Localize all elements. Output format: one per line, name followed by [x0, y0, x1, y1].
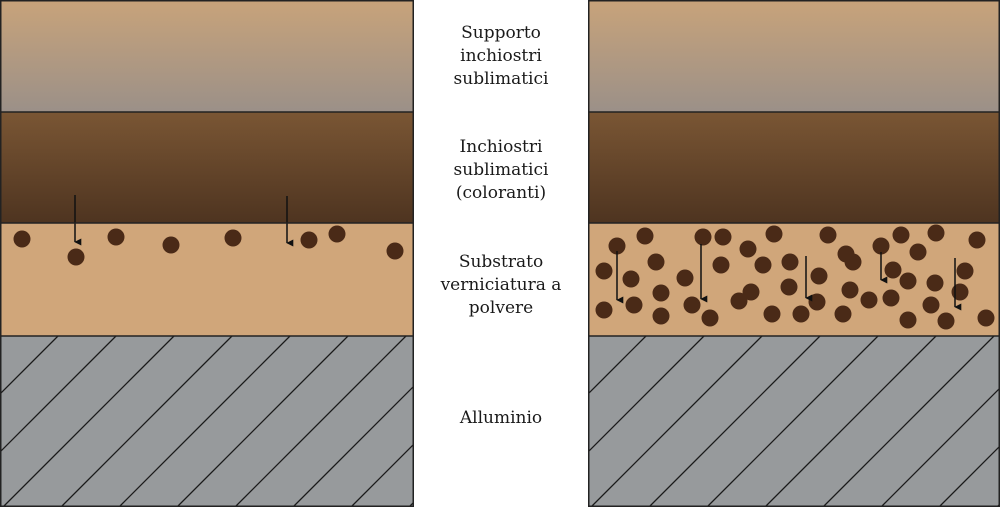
dye-particle-icon [899, 272, 917, 290]
dye-particle-icon [625, 296, 643, 314]
dye-particle-icon [841, 281, 859, 299]
dye-particle-icon [765, 225, 783, 243]
dye-particle-icon [968, 231, 986, 249]
dye-particle-icon [328, 225, 346, 243]
hatch-line [590, 336, 763, 507]
hatch-line [648, 336, 821, 507]
dye-particle-icon [739, 240, 757, 258]
left-aluminium-hatch [0, 336, 414, 507]
dye-particle-icon [899, 311, 917, 329]
dye-particle-icon [608, 237, 626, 255]
left-support-layer [0, 0, 414, 112]
dye-particle-icon [595, 301, 613, 319]
dye-particle-icon [927, 224, 945, 242]
dye-particle-icon [810, 267, 828, 285]
dye-particle-icon [763, 305, 781, 323]
dye-particle-icon [162, 236, 180, 254]
dye-particle-icon [652, 284, 670, 302]
dye-particle-icon [884, 261, 902, 279]
dye-particle-icon [808, 293, 826, 311]
dye-particle-icon [622, 270, 640, 288]
dye-particle-icon [224, 229, 242, 247]
dye-particle-icon [714, 228, 732, 246]
hatch-line [0, 336, 117, 453]
left-panel [0, 0, 414, 507]
label-aluminium: Alluminio [459, 408, 543, 428]
hatch-line [292, 385, 414, 507]
dye-particle-icon [977, 309, 995, 327]
dye-particle-icon [647, 253, 665, 271]
dye-particle-icon [909, 243, 927, 261]
dye-particle-icon [636, 227, 654, 245]
dye-particle-icon [730, 292, 748, 310]
hatch-line [822, 336, 995, 507]
dye-particle-icon [780, 278, 798, 296]
left-inks-layer [0, 112, 414, 223]
hatch-line [588, 336, 705, 453]
hatch-line [938, 445, 1000, 507]
dye-particle-icon [937, 312, 955, 330]
dye-particle-icon [595, 262, 613, 280]
dye-particle-icon [956, 262, 974, 280]
hatch-line [706, 336, 879, 507]
dye-particle-icon [13, 230, 31, 248]
dye-particle-icon [792, 305, 810, 323]
dye-particle-icon [676, 269, 694, 287]
left-dye-particles [13, 225, 404, 266]
hatch-line [234, 336, 407, 507]
dye-particle-icon [386, 242, 404, 260]
hatch-line [176, 336, 349, 507]
dye-particle-icon [652, 307, 670, 325]
dye-particle-icon [701, 309, 719, 327]
dye-particle-icon [67, 248, 85, 266]
dye-particle-icon [951, 283, 969, 301]
hatch-line [588, 336, 647, 395]
right-support-layer [588, 0, 1000, 112]
dye-particle-icon [694, 228, 712, 246]
dye-particle-icon [922, 296, 940, 314]
hatch-line [0, 336, 59, 395]
right-panel [588, 0, 1000, 507]
dye-particle-icon [300, 231, 318, 249]
label-ink-support: Supporto inchiostri sublimatici [453, 23, 549, 89]
left-diffusion-arrows [74, 195, 294, 247]
dye-particle-icon [834, 305, 852, 323]
left-layer-borders [0, 0, 414, 507]
hatch-line [880, 387, 1000, 507]
left-aluminium-layer [0, 336, 414, 507]
dye-particle-icon [742, 283, 760, 301]
dye-particle-icon [754, 256, 772, 274]
dye-particle-icon [872, 237, 890, 255]
dye-particle-icon [819, 226, 837, 244]
right-layer-borders [588, 0, 1000, 507]
dye-particle-icon [712, 256, 730, 274]
dye-particle-icon [107, 228, 125, 246]
hatch-line [60, 336, 233, 507]
hatch-line [2, 336, 175, 507]
label-sublimation-inks: Inchiostri sublimatici (coloranti) [453, 137, 549, 203]
dye-particle-icon [860, 291, 878, 309]
right-diffusion-arrows [616, 244, 962, 311]
dye-particle-icon [892, 226, 910, 244]
right-aluminium-hatch [588, 336, 1000, 507]
dye-particle-icon [781, 253, 799, 271]
right-inks-layer [588, 112, 1000, 223]
dye-particle-icon [844, 253, 862, 271]
hatch-line [764, 336, 937, 507]
right-dye-particles [595, 224, 995, 330]
dye-particle-icon [683, 296, 701, 314]
left-substrate-layer [0, 223, 414, 336]
hatch-line [350, 443, 414, 507]
label-powder-coating-substrate: Substrato verniciatura a polvere [440, 252, 562, 318]
dye-particle-icon [882, 289, 900, 307]
dye-particle-icon [926, 274, 944, 292]
hatch-line [118, 336, 291, 507]
